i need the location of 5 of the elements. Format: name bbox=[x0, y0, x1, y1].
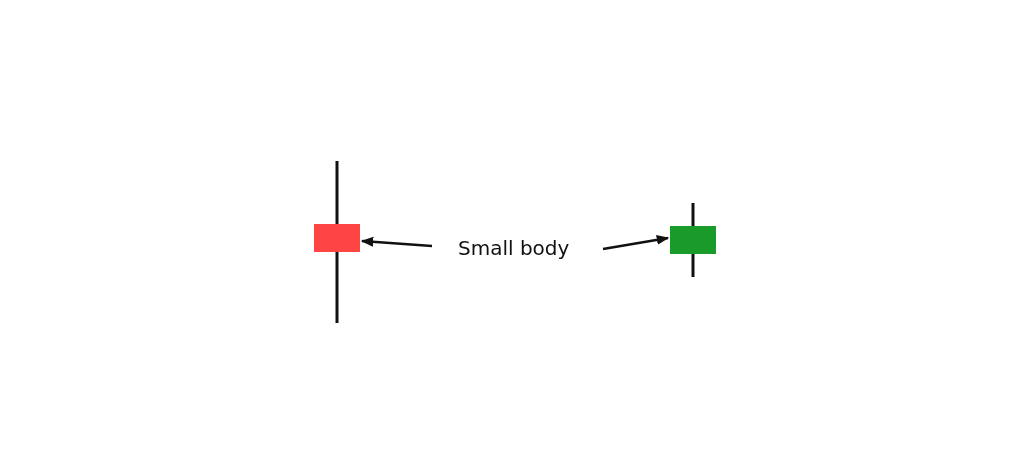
candle-body bbox=[670, 226, 716, 254]
candle-body bbox=[314, 224, 360, 252]
annotation-label: Small body bbox=[458, 236, 570, 260]
arrow bbox=[602, 234, 670, 251]
arrow bbox=[360, 236, 433, 248]
